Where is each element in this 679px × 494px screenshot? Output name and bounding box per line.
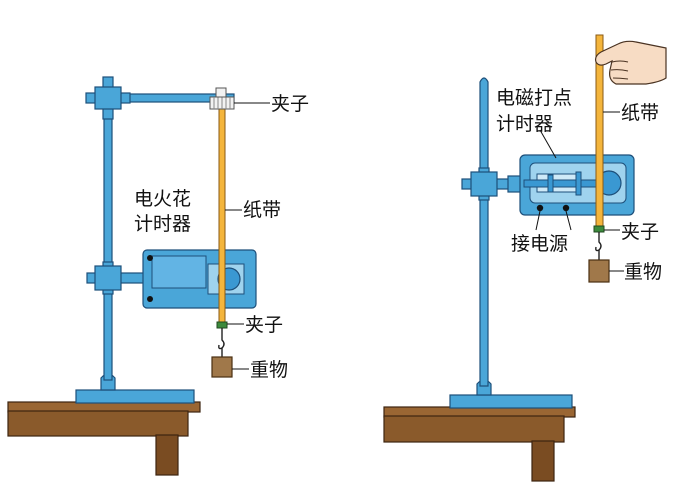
left-table [7, 401, 201, 476]
left-apparatus: 夹子 电火花 计时器 纸带 夹子 重物 [7, 76, 309, 476]
right-hook [595, 232, 602, 252]
right-tape-label: 纸带 [621, 102, 659, 124]
left-paper-tape [218, 108, 226, 324]
left-clamp-bottom-label: 夹子 [245, 314, 283, 336]
right-weight-label: 重物 [624, 261, 662, 283]
left-vertical-rod [103, 77, 113, 381]
left-clamp-top-label: 夹子 [271, 93, 309, 115]
left-hook [218, 328, 225, 350]
left-bottom-clip [216, 321, 228, 329]
right-cross-clamp [461, 167, 527, 201]
right-vertical-rod [479, 77, 489, 387]
right-weight [588, 259, 610, 283]
left-middle-cross-clamp [86, 261, 146, 295]
spark-timer [142, 249, 257, 309]
left-timer-label-line1: 电火花 [134, 188, 191, 210]
right-clamp-label: 夹子 [621, 221, 659, 243]
hand-icon [594, 40, 667, 85]
right-power-label: 接电源 [511, 233, 568, 255]
right-timer-label-line1: 电磁打点 [496, 87, 572, 109]
left-top-clip [209, 87, 235, 110]
right-clip [593, 225, 605, 233]
right-stand-base [449, 394, 573, 409]
left-timer-label-line2: 计时器 [134, 213, 191, 235]
left-weight-label: 重物 [250, 359, 288, 381]
right-table [383, 406, 576, 482]
electromagnetic-timer [519, 154, 635, 216]
left-weight [211, 356, 233, 378]
right-apparatus: 电磁打点 计时器 纸带 夹子 接电源 重物 [383, 34, 667, 482]
right-timer-label-line2: 计时器 [496, 113, 553, 135]
left-stand-base [75, 389, 195, 404]
left-top-cross-clamp [85, 76, 131, 120]
left-tape-label: 纸带 [243, 199, 281, 221]
